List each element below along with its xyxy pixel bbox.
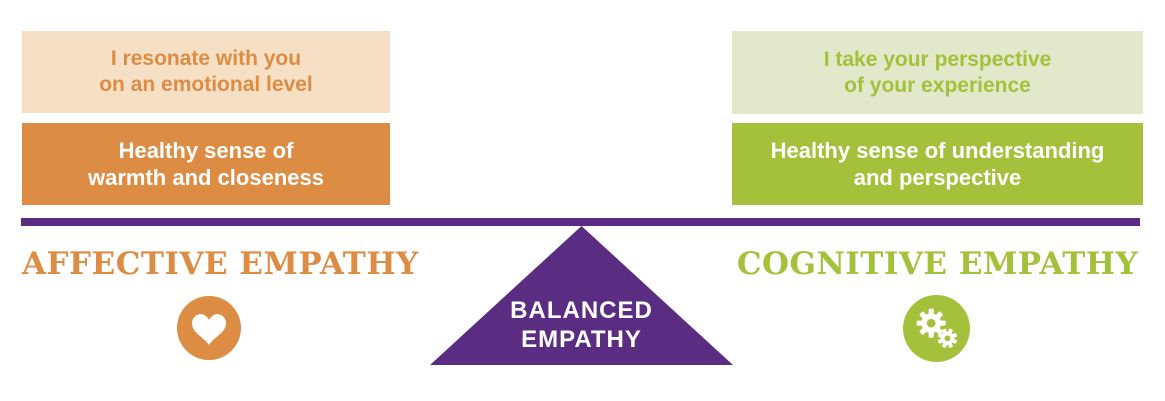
heart-icon xyxy=(177,296,241,360)
cognitive-empathy-heading: COGNITIVE EMPATHY xyxy=(736,246,1139,282)
affective-thought-line1: I resonate with you xyxy=(110,47,302,70)
balanced-empathy-line1: BALANCED xyxy=(510,297,653,324)
affective-empathy-heading: AFFECTIVE EMPATHY xyxy=(22,246,419,282)
cognitive-thought-box: I take your perspective of your experien… xyxy=(732,31,1143,114)
affective-healthy-line1: Healthy sense of xyxy=(118,138,294,163)
cognitive-thought-line1: I take your perspective xyxy=(823,47,1052,71)
gears-icon xyxy=(903,295,970,362)
cognitive-healthy-box: Healthy sense of understanding and persp… xyxy=(732,123,1143,205)
affective-thought-box: I resonate with you on an emotional leve… xyxy=(22,31,390,113)
balance-fulcrum-triangle: BALANCED EMPATHY xyxy=(430,226,733,365)
affective-thought-line2: on an emotional level xyxy=(99,73,313,96)
affective-healthy-box: Healthy sense of warmth and closeness xyxy=(22,123,390,205)
affective-healthy-line2: warmth and closeness xyxy=(88,165,324,190)
cognitive-healthy-line1: Healthy sense of understanding xyxy=(770,138,1105,163)
cognitive-thought-line2: of your experience xyxy=(844,73,1031,97)
balanced-empathy-label: BALANCED EMPATHY xyxy=(430,296,733,354)
balanced-empathy-line2: EMPATHY xyxy=(521,326,642,353)
cognitive-healthy-line2: and perspective xyxy=(853,165,1022,190)
balance-beam xyxy=(21,218,1140,226)
